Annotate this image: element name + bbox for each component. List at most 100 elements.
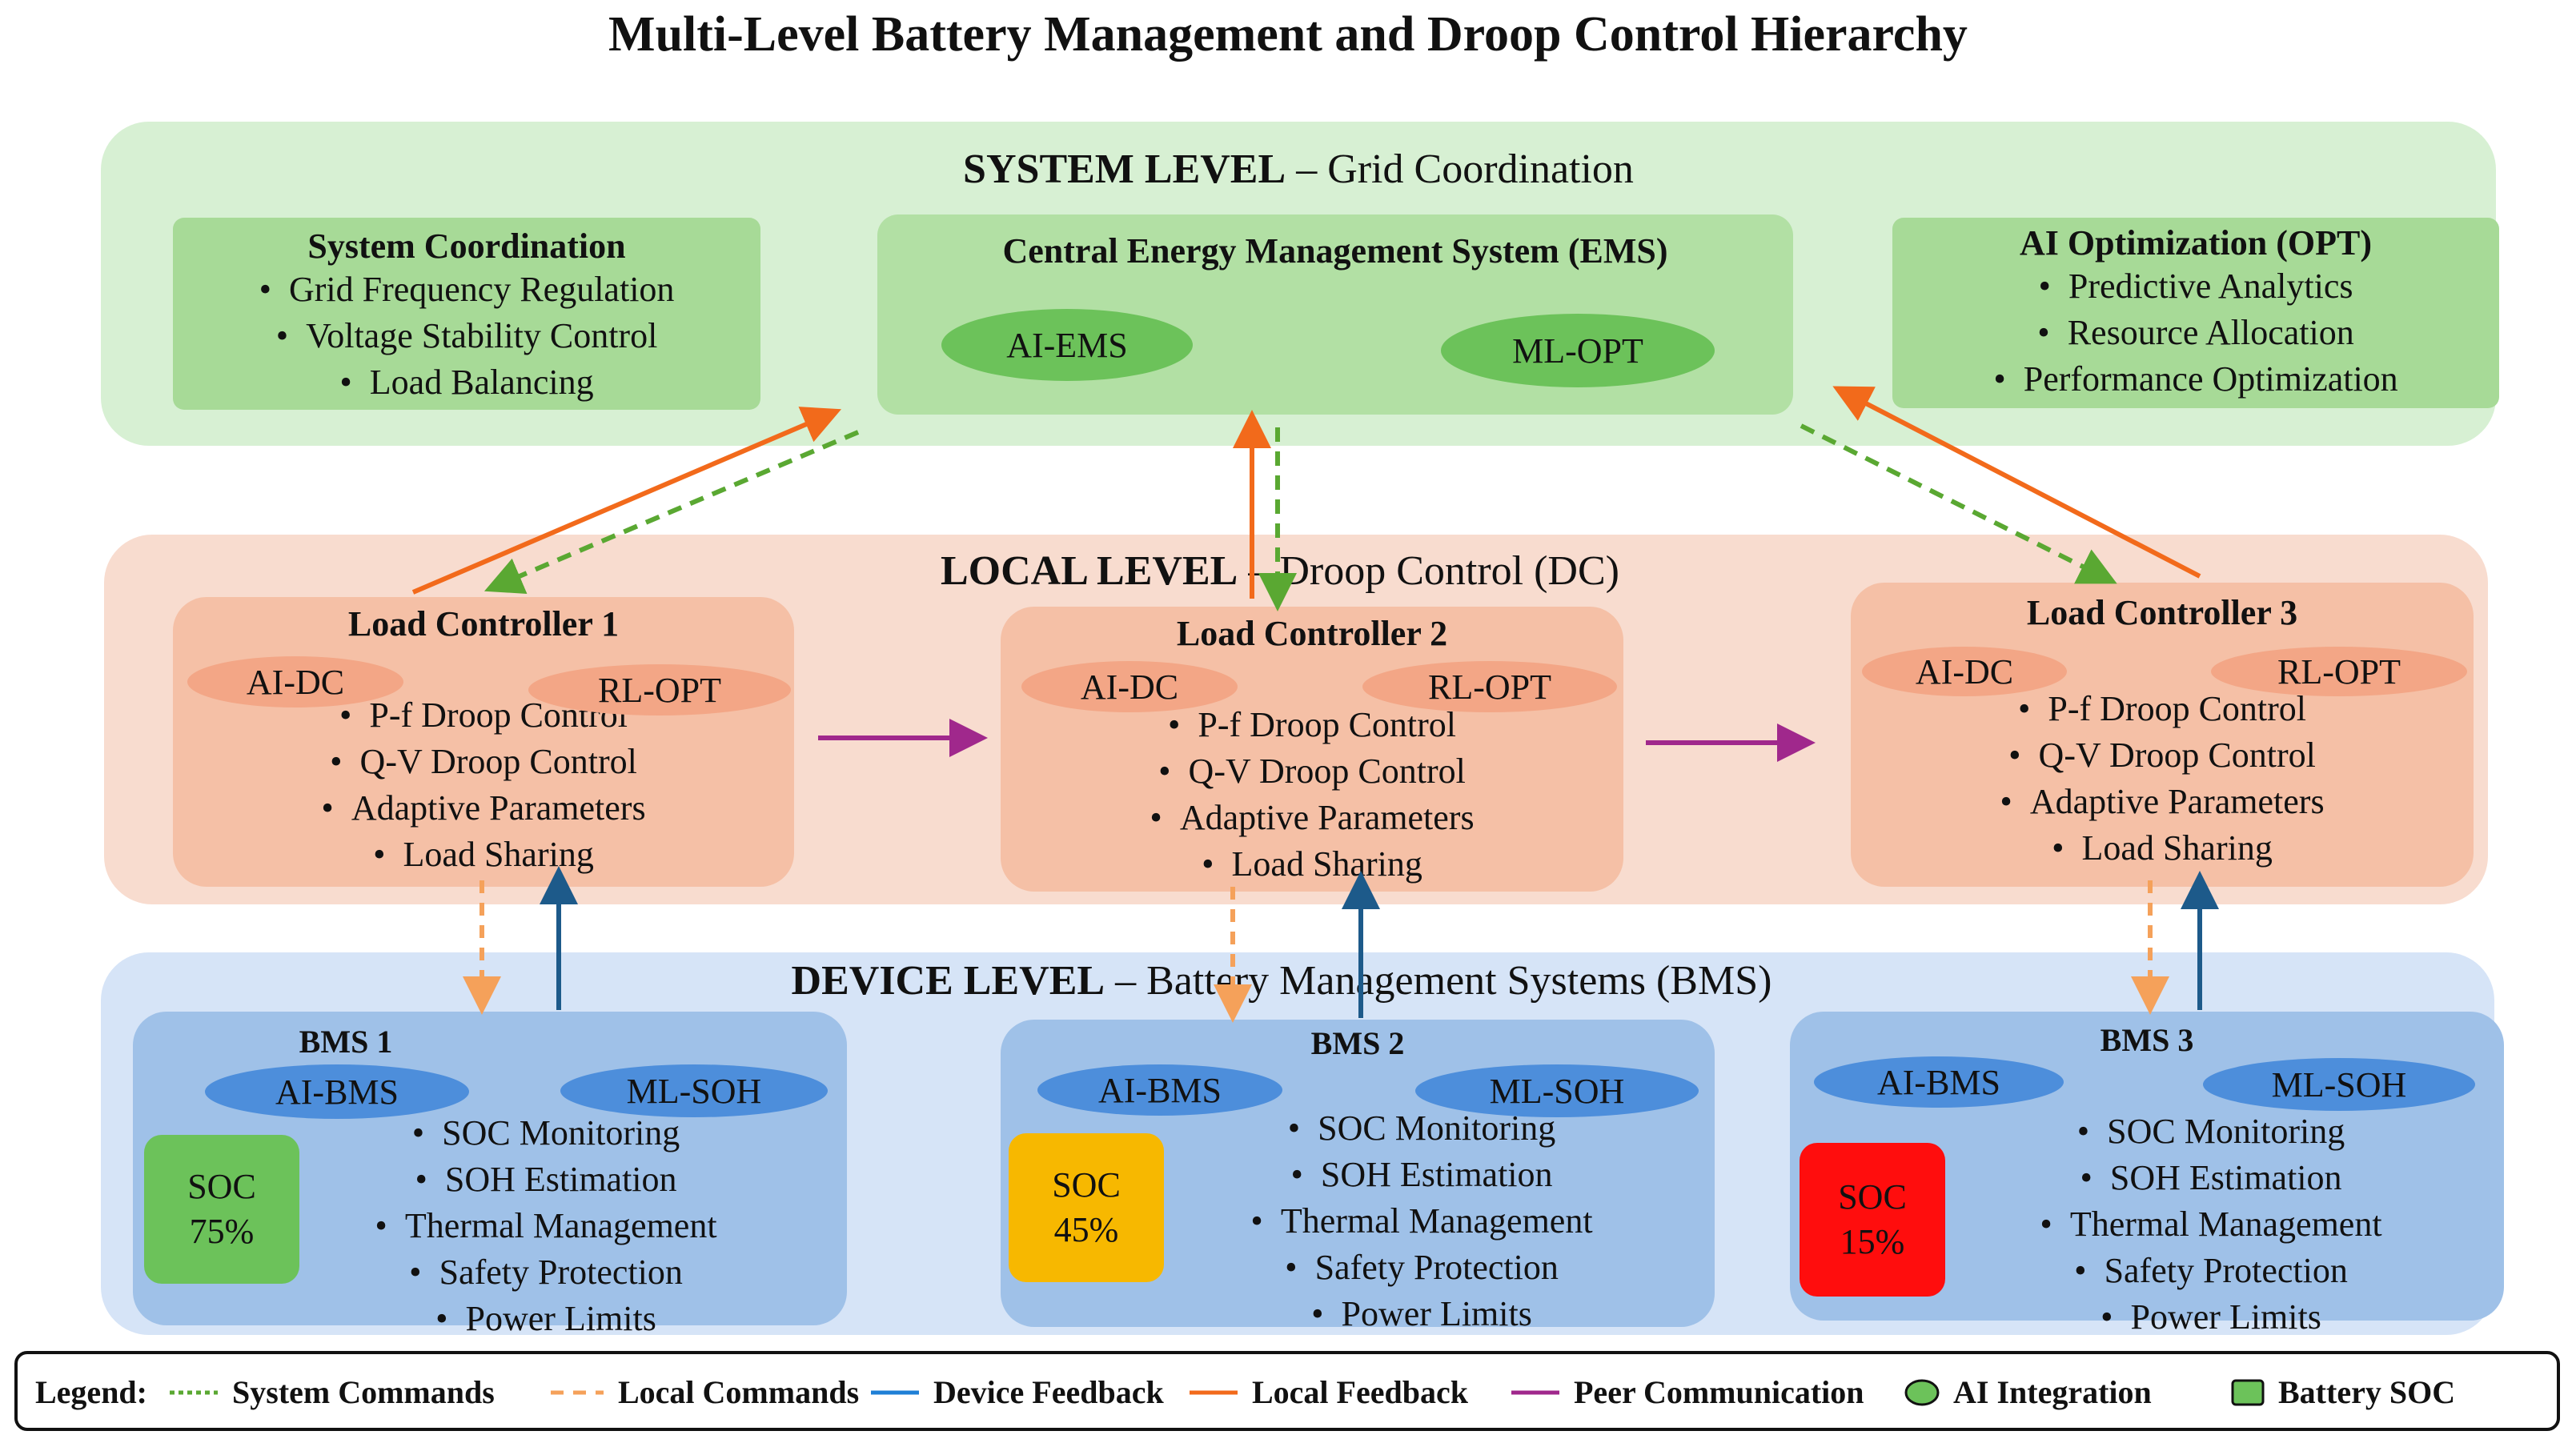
soc-label: SOC (1052, 1165, 1121, 1205)
bms-item: SOH Estimation (1918, 1155, 2504, 1201)
legend: Legend: System Commands Local Commands D… (14, 1351, 2560, 1431)
system-coordination-item: Load Balancing (173, 359, 760, 406)
bms-item: SOC Monitoring (1918, 1108, 2504, 1155)
soc-value: 15% (1840, 1222, 1905, 1261)
controller-item: Q-V Droop Control (1001, 748, 1623, 795)
ml-soh-chip: ML-SOH (2203, 1058, 2475, 1111)
bms-item: Safety Protection (1918, 1248, 2504, 1294)
soc-value: 75% (189, 1212, 255, 1251)
system-coordination-title: System Coordination (307, 226, 626, 266)
ai-optimization-item: Predictive Analytics (1892, 263, 2499, 310)
legend-peer-communication: Peer Communication (1510, 1373, 1864, 1411)
bms-item: Power Limits (245, 1296, 847, 1342)
legend-device-feedback: Device Feedback (869, 1373, 1164, 1411)
ml-opt-chip: ML-OPT (1441, 314, 1715, 387)
local-feedback-arrow (1832, 386, 2201, 579)
rl-opt-chip: RL-OPT (528, 664, 791, 715)
load-controller-title: Load Controller 3 (2026, 593, 2298, 632)
ai-bms-chip: AI-BMS (1037, 1064, 1282, 1116)
solid-line-icon (871, 1390, 919, 1394)
legend-system-commands: System Commands (168, 1373, 495, 1411)
solid-line-icon (1511, 1390, 1559, 1394)
load-controller-1: Load Controller 1 P-f Droop Control Q-V … (173, 597, 794, 887)
device-level-title-bold: DEVICE LEVEL (791, 958, 1105, 1004)
local-feedback-arrow (411, 407, 842, 595)
legend-label: Peer Communication (1574, 1374, 1864, 1410)
soc-badge: SOC 45% (1009, 1133, 1164, 1282)
legend-local-commands: Local Commands (549, 1373, 859, 1411)
system-level-title: SYSTEM LEVEL – Grid Coordination (101, 146, 2496, 193)
bms-item: Power Limits (1918, 1294, 2504, 1341)
soc-label: SOC (187, 1167, 256, 1206)
bms-item: SOH Estimation (1129, 1152, 1715, 1198)
rl-opt-chip: RL-OPT (2211, 647, 2467, 696)
controller-item: Adaptive Parameters (1851, 779, 2474, 825)
system-command-arrow (1800, 423, 2117, 584)
soc-badge: SOC 15% (1800, 1143, 1945, 1297)
legend-local-feedback: Local Feedback (1188, 1373, 1468, 1411)
system-level-title-bold: SYSTEM LEVEL (963, 146, 1286, 192)
ai-optimization-item: Resource Allocation (1892, 310, 2499, 356)
bms-item: Thermal Management (1129, 1198, 1715, 1245)
controller-item: Load Sharing (1001, 841, 1623, 888)
controller-item: Q-V Droop Control (1851, 732, 2474, 779)
local-level-title-bold: LOCAL LEVEL (941, 548, 1238, 594)
local-level-title: LOCAL LEVEL – Droop Control (DC) (88, 547, 2472, 595)
dashed-line-icon (551, 1390, 604, 1394)
ai-optimization-item: Performance Optimization (1892, 356, 2499, 403)
load-controller-title: Load Controller 1 (347, 604, 620, 643)
ai-optimization-box: AI Optimization (OPT) Predictive Analyti… (1892, 218, 2499, 408)
bms-item: Safety Protection (245, 1249, 847, 1296)
bms-title: BMS 2 (1310, 1025, 1405, 1061)
bms-item: Thermal Management (245, 1203, 847, 1249)
dashed-line-icon (170, 1390, 218, 1394)
controller-item: Q-V Droop Control (173, 739, 794, 785)
legend-label: Local Commands (618, 1374, 860, 1410)
legend-title: Legend: (35, 1374, 147, 1410)
bms-item: Safety Protection (1129, 1245, 1715, 1291)
ellipse-icon (1904, 1379, 1940, 1405)
soc-value: 45% (1053, 1210, 1119, 1249)
rl-opt-chip: RL-OPT (1362, 661, 1617, 712)
ems-title: Central Energy Management System (EMS) (1002, 231, 1668, 271)
local-level-title-rest: – Droop Control (DC) (1238, 548, 1619, 594)
legend-label: Device Feedback (933, 1374, 1164, 1410)
system-coordination-item: Voltage Stability Control (173, 313, 760, 359)
load-controller-3: Load Controller 3 P-f Droop Control Q-V … (1851, 583, 2474, 887)
square-icon (2231, 1379, 2265, 1405)
legend-label: AI Integration (1953, 1374, 2152, 1410)
solid-line-icon (1190, 1390, 1238, 1394)
diagram-title: Multi-Level Battery Management and Droop… (608, 7, 1968, 62)
controller-item: Adaptive Parameters (173, 785, 794, 832)
legend-battery-soc: Battery SOC (2230, 1373, 2455, 1411)
ai-bms-chip: AI-BMS (205, 1064, 469, 1119)
controller-item: P-f Droop Control (1851, 686, 2474, 732)
system-coordination-item: Grid Frequency Regulation (173, 267, 760, 313)
ml-soh-chip: ML-SOH (560, 1064, 828, 1117)
soc-label: SOC (1838, 1177, 1907, 1217)
controller-item: Adaptive Parameters (1001, 795, 1623, 841)
legend-label: Local Feedback (1252, 1374, 1468, 1410)
legend-label: Battery SOC (2278, 1374, 2456, 1410)
controller-item: Load Sharing (1851, 825, 2474, 872)
ai-dc-chip: AI-DC (1021, 661, 1238, 712)
load-controller-2: Load Controller 2 P-f Droop Control Q-V … (1001, 607, 1623, 892)
ai-ems-chip: AI-EMS (941, 309, 1193, 381)
system-level-title-rest: – Grid Coordination (1286, 146, 1634, 192)
ai-dc-chip: AI-DC (1862, 647, 2067, 696)
ml-soh-chip: ML-SOH (1415, 1064, 1699, 1117)
bms-title: BMS 1 (299, 1024, 393, 1060)
controller-item: P-f Droop Control (1001, 702, 1623, 748)
soc-badge: SOC 75% (144, 1135, 299, 1284)
load-controller-title: Load Controller 2 (1176, 614, 1448, 653)
bms-item: Thermal Management (1918, 1201, 2504, 1248)
legend-label: System Commands (232, 1374, 495, 1410)
bms-item: Power Limits (1129, 1291, 1715, 1337)
bms-item: SOC Monitoring (245, 1110, 847, 1156)
bms-item: SOH Estimation (245, 1156, 847, 1203)
ai-dc-chip: AI-DC (187, 656, 403, 707)
bms-title: BMS 3 (2100, 1022, 2194, 1058)
system-command-arrow (484, 430, 860, 594)
system-coordination-box: System Coordination Grid Frequency Regul… (173, 218, 760, 410)
